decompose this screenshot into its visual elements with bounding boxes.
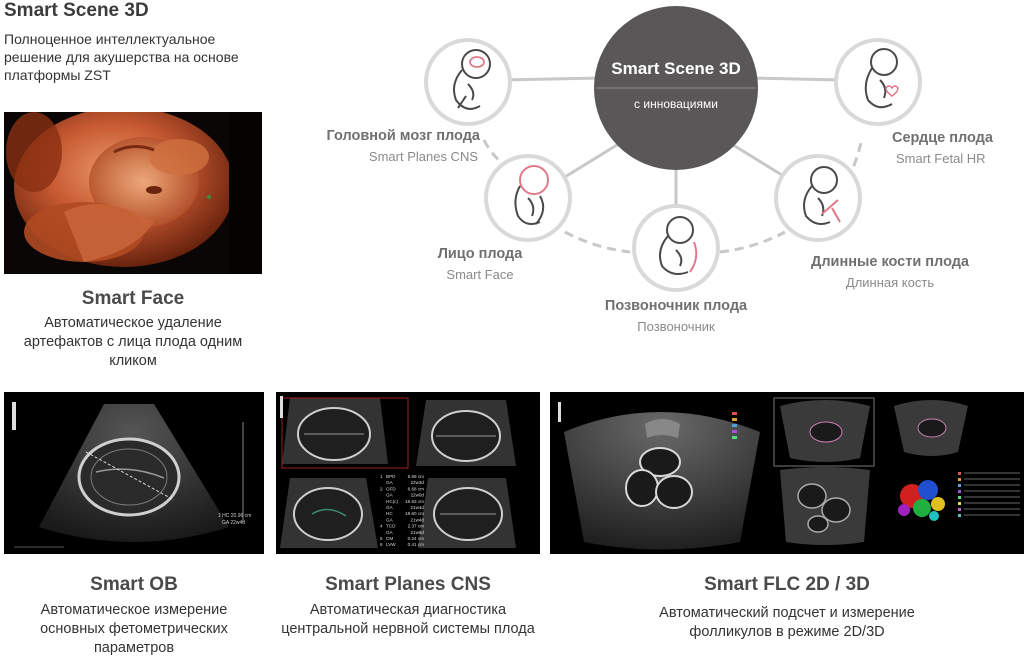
node-brain-label: Головной мозг плода	[326, 128, 480, 144]
node-bones	[774, 154, 862, 242]
node-brain-sublabel: Smart Planes CNS	[368, 149, 478, 164]
fetus-face-icon	[514, 165, 549, 225]
hub-subtitle: с инновациями	[634, 97, 718, 111]
node-spine-sublabel: Позвоночник	[637, 319, 715, 334]
smart-ob-desc: Автоматическое измерение основных фетоме…	[40, 602, 228, 656]
cns-measurement: GA	[386, 493, 394, 498]
cns-measurement: 0.24 cm	[408, 536, 425, 541]
fetus-spine-icon	[659, 216, 698, 275]
intro-line: Полноценное интеллектуальное	[4, 31, 216, 47]
cns-measurement: 19.63 cm	[405, 499, 424, 504]
intro-text: Полноценное интеллектуальное решение для…	[4, 30, 304, 84]
cns-measurement: GA	[386, 530, 394, 535]
node-spine	[632, 204, 720, 292]
smart-ob-image: 1 HC 20.96 cm GA 22w4d	[4, 392, 264, 554]
node-heart-sublabel: Smart Fetal HR	[896, 151, 986, 166]
cns-measurement: 19.60 cm	[405, 511, 424, 516]
cns-measurement: OFD	[386, 486, 396, 491]
cns-measurement: GA	[386, 505, 394, 510]
cns-measurement: 4	[380, 524, 383, 529]
cns-measurement: 22w0d	[410, 493, 424, 498]
cns-measurement: GA	[386, 517, 394, 522]
cns-measurement: HC(c)	[386, 499, 398, 504]
cns-measurement: 22w3d	[410, 480, 424, 485]
node-bones-sublabel: Длинная кость	[845, 275, 935, 290]
node-heart-label: Сердце плода	[892, 130, 993, 146]
cns-measurement: 21w6d	[410, 530, 424, 535]
ob-readout: 1 HC 20.96 cm	[218, 513, 251, 519]
node-face-sublabel: Smart Face	[446, 267, 514, 282]
node-spine-label: Позвоночник плода	[604, 298, 748, 314]
cns-measurement: 5.69 cm	[408, 474, 425, 479]
fetus-bones-icon	[803, 166, 841, 225]
fetus-brain-icon	[453, 49, 491, 110]
cns-measurement: 21w4d	[410, 517, 424, 522]
page-title: Smart Scene 3D	[4, 0, 149, 21]
smart-cns-desc: Автоматическая диагностика центральной н…	[281, 602, 535, 637]
cns-measurement: 2.37 cm	[408, 524, 425, 529]
cns-measurement: TCD	[386, 524, 396, 529]
cns-measurement: 2	[380, 486, 383, 491]
node-face	[484, 154, 572, 242]
intro-line: решение для акушерства на основе	[4, 49, 239, 65]
cns-measurement: 1	[380, 474, 383, 479]
cns-measurement: 6	[380, 542, 383, 547]
ob-readout: GA 22w4d	[222, 520, 245, 526]
node-brain	[424, 38, 512, 126]
cns-measurement: GA	[386, 480, 394, 485]
cns-measurement: HC	[386, 511, 393, 516]
smart-flc-title: Smart FLC 2D / 3D	[704, 574, 870, 595]
smart-face-desc: Автоматическое удаление артефактов с лиц…	[23, 315, 243, 369]
cns-measurement: 21w4d	[410, 505, 424, 510]
smart-ob-title: Smart OB	[90, 574, 178, 595]
intro-line: платформы ZST	[4, 67, 111, 83]
cns-measurement: LVW	[386, 542, 396, 547]
scene-diagram: Smart Scene 3D с инновациями	[424, 6, 922, 292]
smart-face-title: Smart Face	[81, 288, 185, 309]
node-face-label: Лицо плода	[437, 246, 523, 262]
cns-measurement: 0.41 cm	[408, 542, 425, 547]
cns-measurement: 6.68 cm	[408, 486, 425, 491]
node-heart	[834, 38, 922, 126]
cns-measurement: 5	[380, 536, 383, 541]
node-bones-label: Длинные кости плода	[811, 254, 969, 270]
smart-cns-title: Smart Planes CNS	[325, 574, 491, 595]
cns-measurement: CM	[386, 536, 393, 541]
fetus-heart-icon	[864, 48, 899, 109]
hub-title: Smart Scene 3D	[611, 59, 740, 78]
cns-measurement: BPD	[386, 474, 396, 479]
smart-face-image	[4, 112, 262, 274]
smart-flc-image	[550, 392, 1024, 554]
smart-flc-desc: Автоматический подсчет и измерение фолли…	[659, 605, 915, 640]
